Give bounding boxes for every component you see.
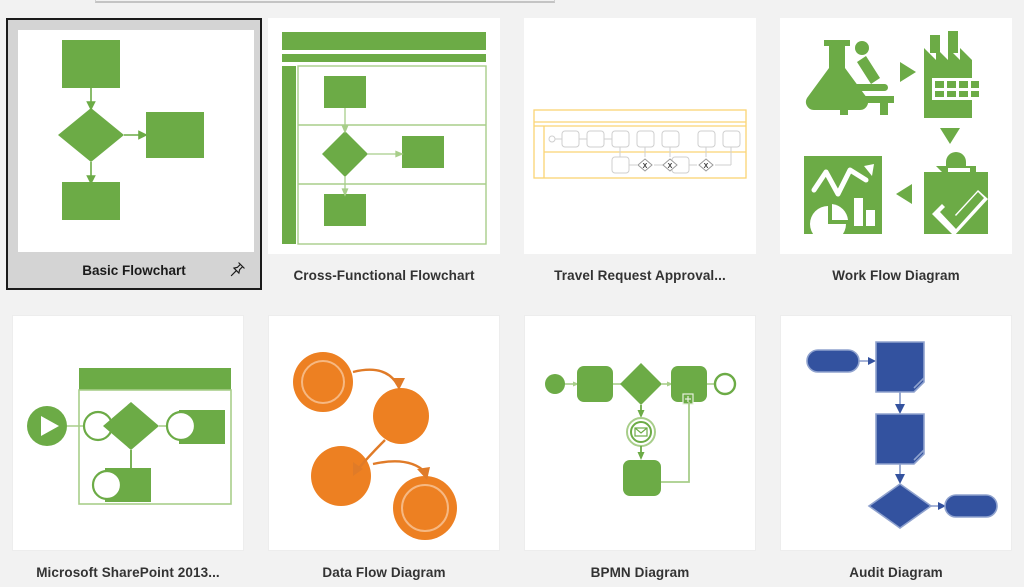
tile-caption: BPMN Diagram [590, 565, 690, 580]
template-tile-audit-diagram[interactable]: Audit Diagram [768, 315, 1024, 587]
audit-diagram-thumb [780, 315, 1012, 551]
basic-flowchart-thumb [18, 30, 254, 254]
svg-text:X: X [704, 163, 709, 170]
tile-caption: Microsoft SharePoint 2013... [36, 565, 220, 580]
work-flow-diagram-thumb [780, 18, 1012, 254]
sharepoint-2013-workflow-thumb [12, 315, 244, 551]
template-tile-work-flow-diagram[interactable]: Work Flow Diagram [768, 18, 1024, 315]
template-tile-cross-functional-flowchart[interactable]: Cross-Functional Flowchart [256, 18, 512, 315]
selection-frame: Basic Flowchart [6, 18, 262, 290]
tile-caption: Work Flow Diagram [832, 268, 960, 283]
template-gallery-grid: Basic Flowchart [0, 18, 1024, 587]
data-flow-diagram-thumb [268, 315, 500, 551]
svg-text:X: X [668, 163, 673, 170]
template-tile-bpmn-diagram[interactable]: BPMN Diagram [512, 315, 768, 587]
cross-functional-flowchart-thumb [268, 18, 500, 254]
template-tile-travel-request-approval[interactable]: X X X Travel Request Approval... [512, 18, 768, 315]
template-tile-sharepoint-2013-workflow[interactable]: Microsoft SharePoint 2013... [0, 315, 256, 587]
template-label: Basic Flowchart [82, 262, 186, 278]
tile-caption: Audit Diagram [849, 565, 943, 580]
bpmn-diagram-thumb [524, 315, 756, 551]
tile-caption-selected: Basic Flowchart [8, 252, 260, 288]
svg-text:X: X [643, 163, 648, 170]
tile-caption: Cross-Functional Flowchart [293, 268, 475, 283]
search-box-bottom-edge[interactable] [95, 0, 555, 3]
tile-caption: Data Flow Diagram [322, 565, 446, 580]
pin-icon[interactable] [228, 261, 246, 279]
template-tile-basic-flowchart[interactable]: Basic Flowchart [0, 18, 262, 315]
tile-caption: Travel Request Approval... [554, 268, 726, 283]
template-tile-data-flow-diagram[interactable]: Data Flow Diagram [256, 315, 512, 587]
travel-request-approval-thumb: X X X [524, 18, 756, 254]
